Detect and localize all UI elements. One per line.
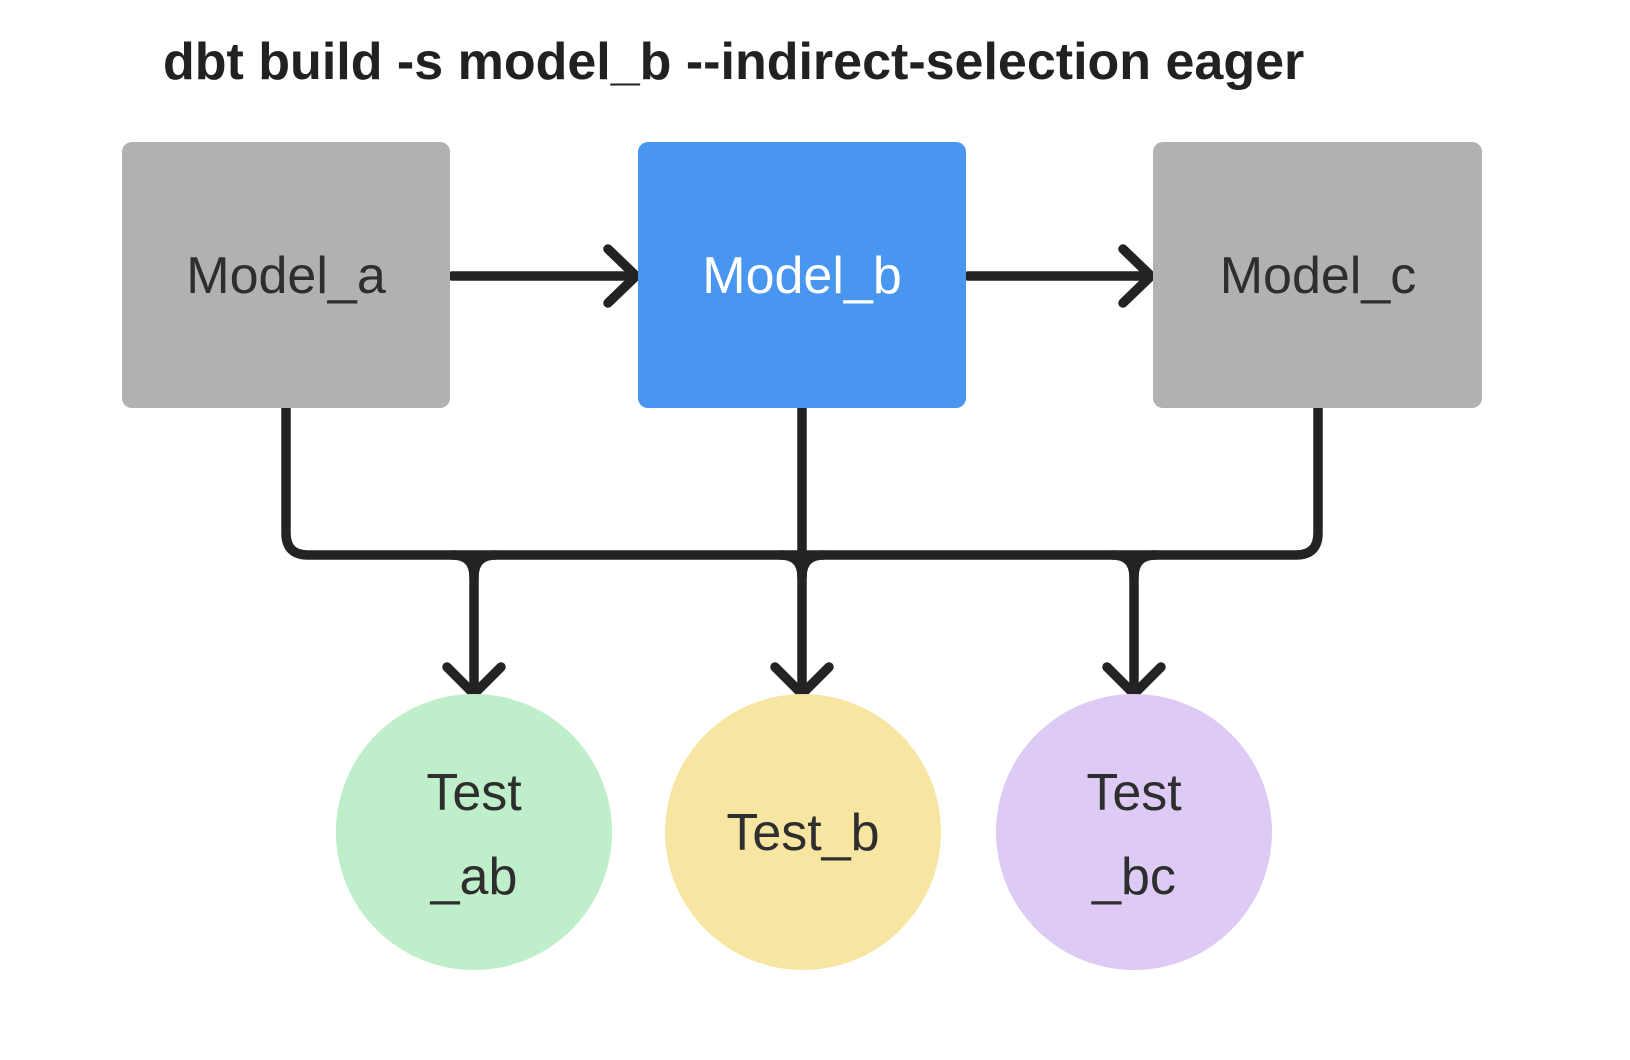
edge-bus-to-test-bc-fillet [1129, 550, 1161, 582]
node-test-bc-label-line2: _bc [1091, 848, 1176, 906]
test-nodes: Test _ab Test_b Test _bc [336, 694, 1272, 970]
arrowhead-to-model-b [603, 244, 641, 308]
node-test-bc-label-line1: Test [1086, 764, 1182, 822]
node-model-c-label: Model_c [1220, 247, 1417, 305]
node-test-ab-label-line2: _ab [430, 848, 518, 906]
node-model-b [638, 142, 966, 408]
edge-bus-to-test-ab-fillet [469, 550, 501, 582]
node-model-c [1153, 142, 1482, 408]
node-model-b-label: Model_b [702, 247, 901, 305]
model-nodes: Model_a Model_b Model_c [122, 142, 1482, 408]
node-test-ab-label-line1: Test [426, 764, 522, 822]
diagram-title: dbt build -s model_b --indirect-selectio… [163, 33, 1304, 91]
node-test-b-label: Test_b [726, 804, 879, 862]
edge-bus-model-b-fillet-right [797, 550, 829, 582]
node-model-a-label: Model_a [186, 247, 386, 305]
node-test-b [665, 694, 941, 970]
node-test-bc [996, 694, 1272, 970]
node-model-a [122, 142, 450, 408]
arrowhead-to-model-c [1118, 244, 1156, 308]
node-test-ab [336, 694, 612, 970]
arrowhead-to-test-b [770, 662, 834, 699]
